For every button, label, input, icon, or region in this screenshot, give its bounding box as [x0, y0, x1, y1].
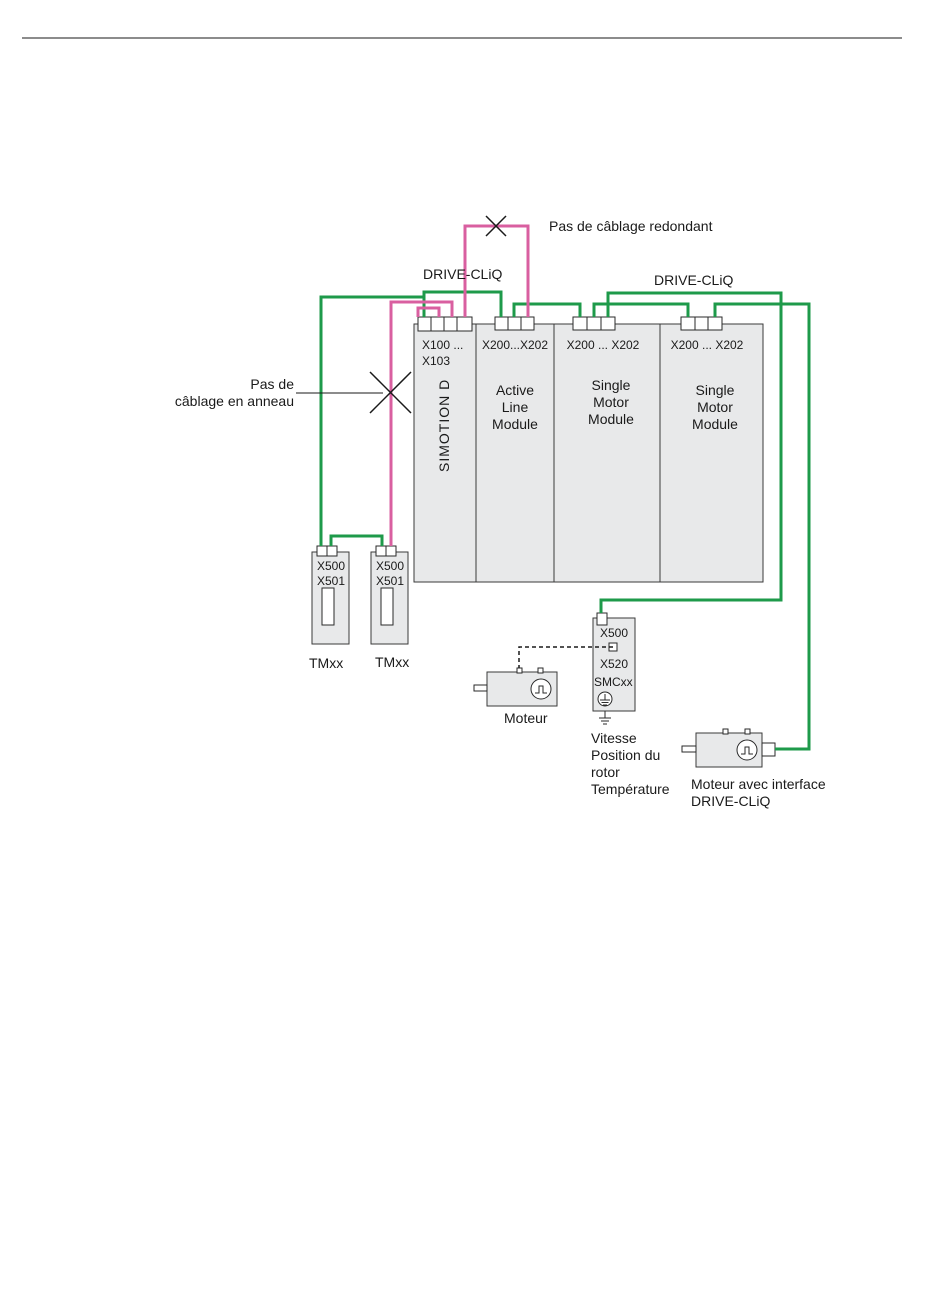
smm1-name-2: Motor	[593, 394, 629, 410]
tm1-name: TMxx	[309, 655, 343, 671]
alm-connectors	[494, 316, 535, 331]
smc-signal-3: rotor	[591, 764, 620, 780]
motor-cliq-label-1: Moteur avec interface	[691, 776, 826, 792]
smm2-name-2: Motor	[697, 399, 733, 415]
alm-name-1: Active	[496, 382, 534, 398]
label-drive-cliq-right: DRIVE-CLiQ	[654, 272, 733, 288]
terminal-module-2	[370, 545, 409, 645]
smm1-name-3: Module	[588, 411, 634, 427]
simotion-connectors	[417, 316, 473, 332]
smc-signal-1: Vitesse	[591, 730, 637, 746]
smc-port-2: X520	[600, 657, 628, 671]
smm2-name-1: Single	[696, 382, 735, 398]
simotion-ports-2: X103	[422, 354, 450, 368]
smm1-connectors	[572, 316, 616, 331]
smc-port-1: X500	[600, 626, 628, 640]
encoder-dashed-line	[518, 646, 613, 668]
label-no-ring-1: Pas de	[250, 376, 294, 392]
tm2-port-1: X500	[376, 559, 404, 573]
motor	[473, 667, 558, 707]
alm-name-2: Line	[502, 399, 529, 415]
label-no-redundant: Pas de câblage redondant	[549, 218, 713, 234]
single-motor-module-2	[659, 323, 764, 583]
alm-name-3: Module	[492, 416, 538, 432]
tm2-slot	[380, 587, 394, 626]
label-drive-cliq-left: DRIVE-CLiQ	[423, 266, 502, 282]
motor-cliq-label-2: DRIVE-CLiQ	[691, 793, 770, 809]
simotion-ports-1: X100 ...	[422, 338, 463, 352]
simotion-name: SIMOTION D	[436, 379, 452, 472]
cross-no-redundant-icon	[485, 215, 507, 237]
cross-no-ring-icon	[369, 371, 412, 414]
smm2-name-3: Module	[692, 416, 738, 432]
motor-label: Moteur	[504, 710, 548, 726]
tm1-port-1: X500	[317, 559, 345, 573]
encoder-icon	[530, 678, 552, 700]
smm2-ports: X200 ... X202	[671, 338, 744, 352]
alm-ports: X200...X202	[482, 338, 548, 352]
single-motor-module-1	[553, 323, 661, 583]
tm2-name: TMxx	[375, 654, 409, 670]
simotion-d-module	[413, 323, 477, 583]
smm2-connectors	[680, 316, 723, 331]
tm1-port-2: X501	[317, 574, 345, 588]
tm1-slot	[321, 587, 335, 626]
label-no-ring-2: câblage en anneau	[175, 393, 294, 409]
smm1-name-1: Single	[592, 377, 631, 393]
encoder-icon-2	[736, 739, 758, 761]
smc-signal-2: Position du	[591, 747, 660, 763]
smc-signal-4: Température	[591, 781, 670, 797]
motor-drive-cliq	[681, 728, 776, 768]
drive-lineup	[413, 323, 764, 583]
smc-name: SMCxx	[594, 675, 633, 689]
smm1-ports: X200 ... X202	[567, 338, 640, 352]
active-line-module	[475, 323, 555, 583]
smc-module	[592, 612, 636, 725]
tm2-port-2: X501	[376, 574, 404, 588]
